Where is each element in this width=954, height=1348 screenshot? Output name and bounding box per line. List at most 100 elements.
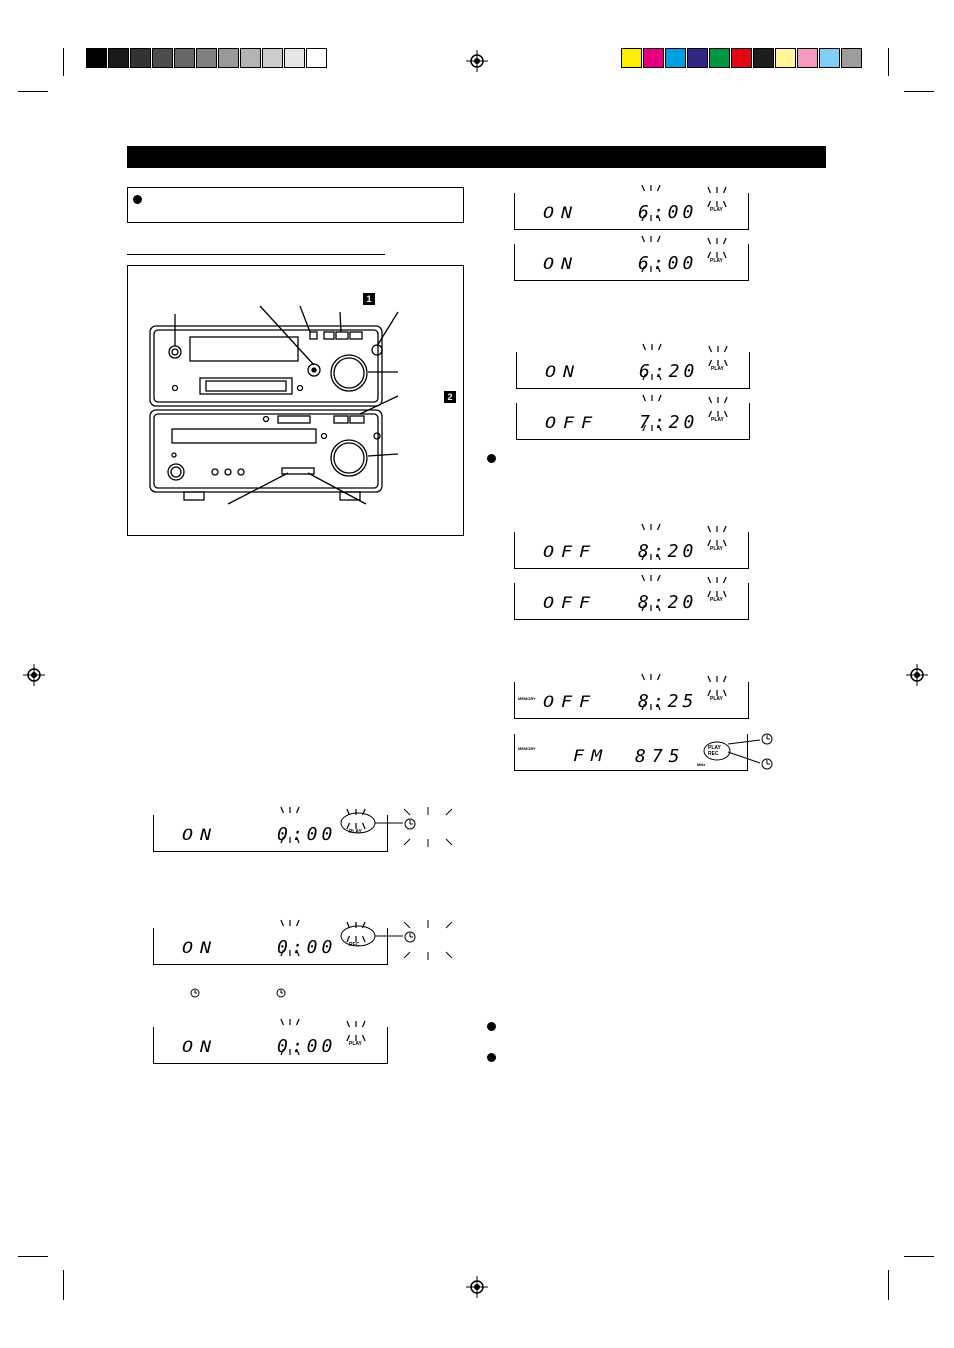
bullet-icon [487,454,496,463]
timer-mode-label: ON [543,203,579,222]
timer-time-value: 8:20 [638,541,698,562]
play-indicator: PLAY [708,745,721,751]
rec-indicator: REC [708,751,719,757]
left-lcd-display: ON 0:00 REC [153,919,388,965]
timer-time-value: 7:20 [639,412,699,433]
left-lcd-display: ON 0:00 PLAY [153,1018,388,1064]
rec-indicator: REC [349,942,360,948]
note-box [127,187,464,223]
step-marker-1: 1 [363,293,375,305]
stereo-system-illustration [149,305,399,505]
timer-mode-label: OFF [543,542,597,561]
timer-mode-label: ON [182,825,218,844]
memory-indicator: MEMORY [518,746,536,751]
color-swatch [731,48,752,68]
play-indicator: PLAY [349,829,362,835]
crop-mark [888,1270,889,1300]
gray-swatch [218,48,239,68]
blink-indicator-icon [280,919,300,957]
play-indicator: PLAY [710,597,723,603]
blink-indicator-icon [707,675,727,697]
memory-indicator: MEMORY [518,696,536,701]
gray-swatch [174,48,195,68]
registration-mark-icon [466,1276,488,1298]
color-swatch [819,48,840,68]
blink-indicator-icon [403,920,453,960]
timer-mode-label: ON [543,254,579,273]
clock-icon [190,988,200,998]
lcd-display-fm: MEMORY FM 875 MHz PLAY REC [514,734,748,771]
crop-mark [904,1256,934,1257]
timer-time-value: 6:20 [639,361,699,382]
color-swatch [665,48,686,68]
blink-indicator-icon [708,396,728,418]
timer-mode-label: OFF [543,692,597,711]
timer-mode-label: ON [182,938,218,957]
section-header-bar [127,146,826,168]
play-indicator: PLAY [710,207,723,213]
blink-indicator-icon [346,1020,366,1042]
timer-mode-label: ON [182,1037,218,1056]
timer-mode-label: OFF [545,413,599,432]
timer-mode-label: OFF [543,593,597,612]
timer-time-value: 0:00 [277,1036,337,1057]
blink-indicator-icon [346,921,366,943]
gray-swatch [240,48,261,68]
step-marker-2: 2 [444,391,456,403]
blink-indicator-icon [280,806,300,844]
gray-swatch [284,48,305,68]
color-swatch [775,48,796,68]
registration-mark-icon [23,664,45,686]
color-swatch [797,48,818,68]
gray-swatch [152,48,173,68]
blink-indicator-icon [641,673,661,711]
bullet-icon [487,1022,496,1031]
play-indicator: PLAY [710,696,723,702]
timer-mode-label: ON [545,362,581,381]
crop-mark [18,1256,48,1257]
blink-indicator-icon [642,394,662,432]
gray-swatch [130,48,151,68]
blink-indicator-icon [641,574,661,612]
right-lcd-display: ON 6:20 PLAY [516,343,750,389]
frequency-value: 875 [635,746,686,767]
clock-icon [276,988,286,998]
play-indicator: PLAY [349,1041,362,1047]
subheading-underline [127,254,385,255]
blink-indicator-icon [346,808,366,830]
crop-mark [63,1270,64,1300]
color-swatch [709,48,730,68]
color-swatch [841,48,862,68]
crop-mark [904,91,934,92]
timer-time-value: 8:25 [638,691,698,712]
color-swatch [621,48,642,68]
band-label: FM [573,746,609,765]
timer-time-value: 6:00 [638,202,698,223]
gray-swatch [196,48,217,68]
timer-time-value: 0:00 [277,937,337,958]
gray-swatch [86,48,107,68]
right-lcd-display: MEMORY OFF 8:25 PLAY [514,673,749,719]
play-indicator: PLAY [710,546,723,552]
color-swatch [687,48,708,68]
blink-indicator-icon [403,807,453,847]
timer-callout-icon [727,733,773,770]
blink-indicator-icon [280,1018,300,1056]
blink-indicator-icon [641,184,661,222]
right-lcd-display: OFF 8:20 PLAY [514,523,749,569]
registration-mark-icon [466,50,488,72]
blink-indicator-icon [708,345,728,367]
crop-mark [888,48,889,76]
crop-mark [63,48,64,76]
gray-swatch [108,48,129,68]
timer-time-value: 8:20 [638,592,698,613]
right-lcd-display: OFF 8:20 PLAY [514,574,749,620]
gray-swatch [262,48,283,68]
registration-mark-icon [906,664,928,686]
timer-time-value: 0:00 [277,824,337,845]
timer-time-value: 6:00 [638,253,698,274]
blink-indicator-icon [642,343,662,381]
play-indicator: PLAY [711,366,724,372]
